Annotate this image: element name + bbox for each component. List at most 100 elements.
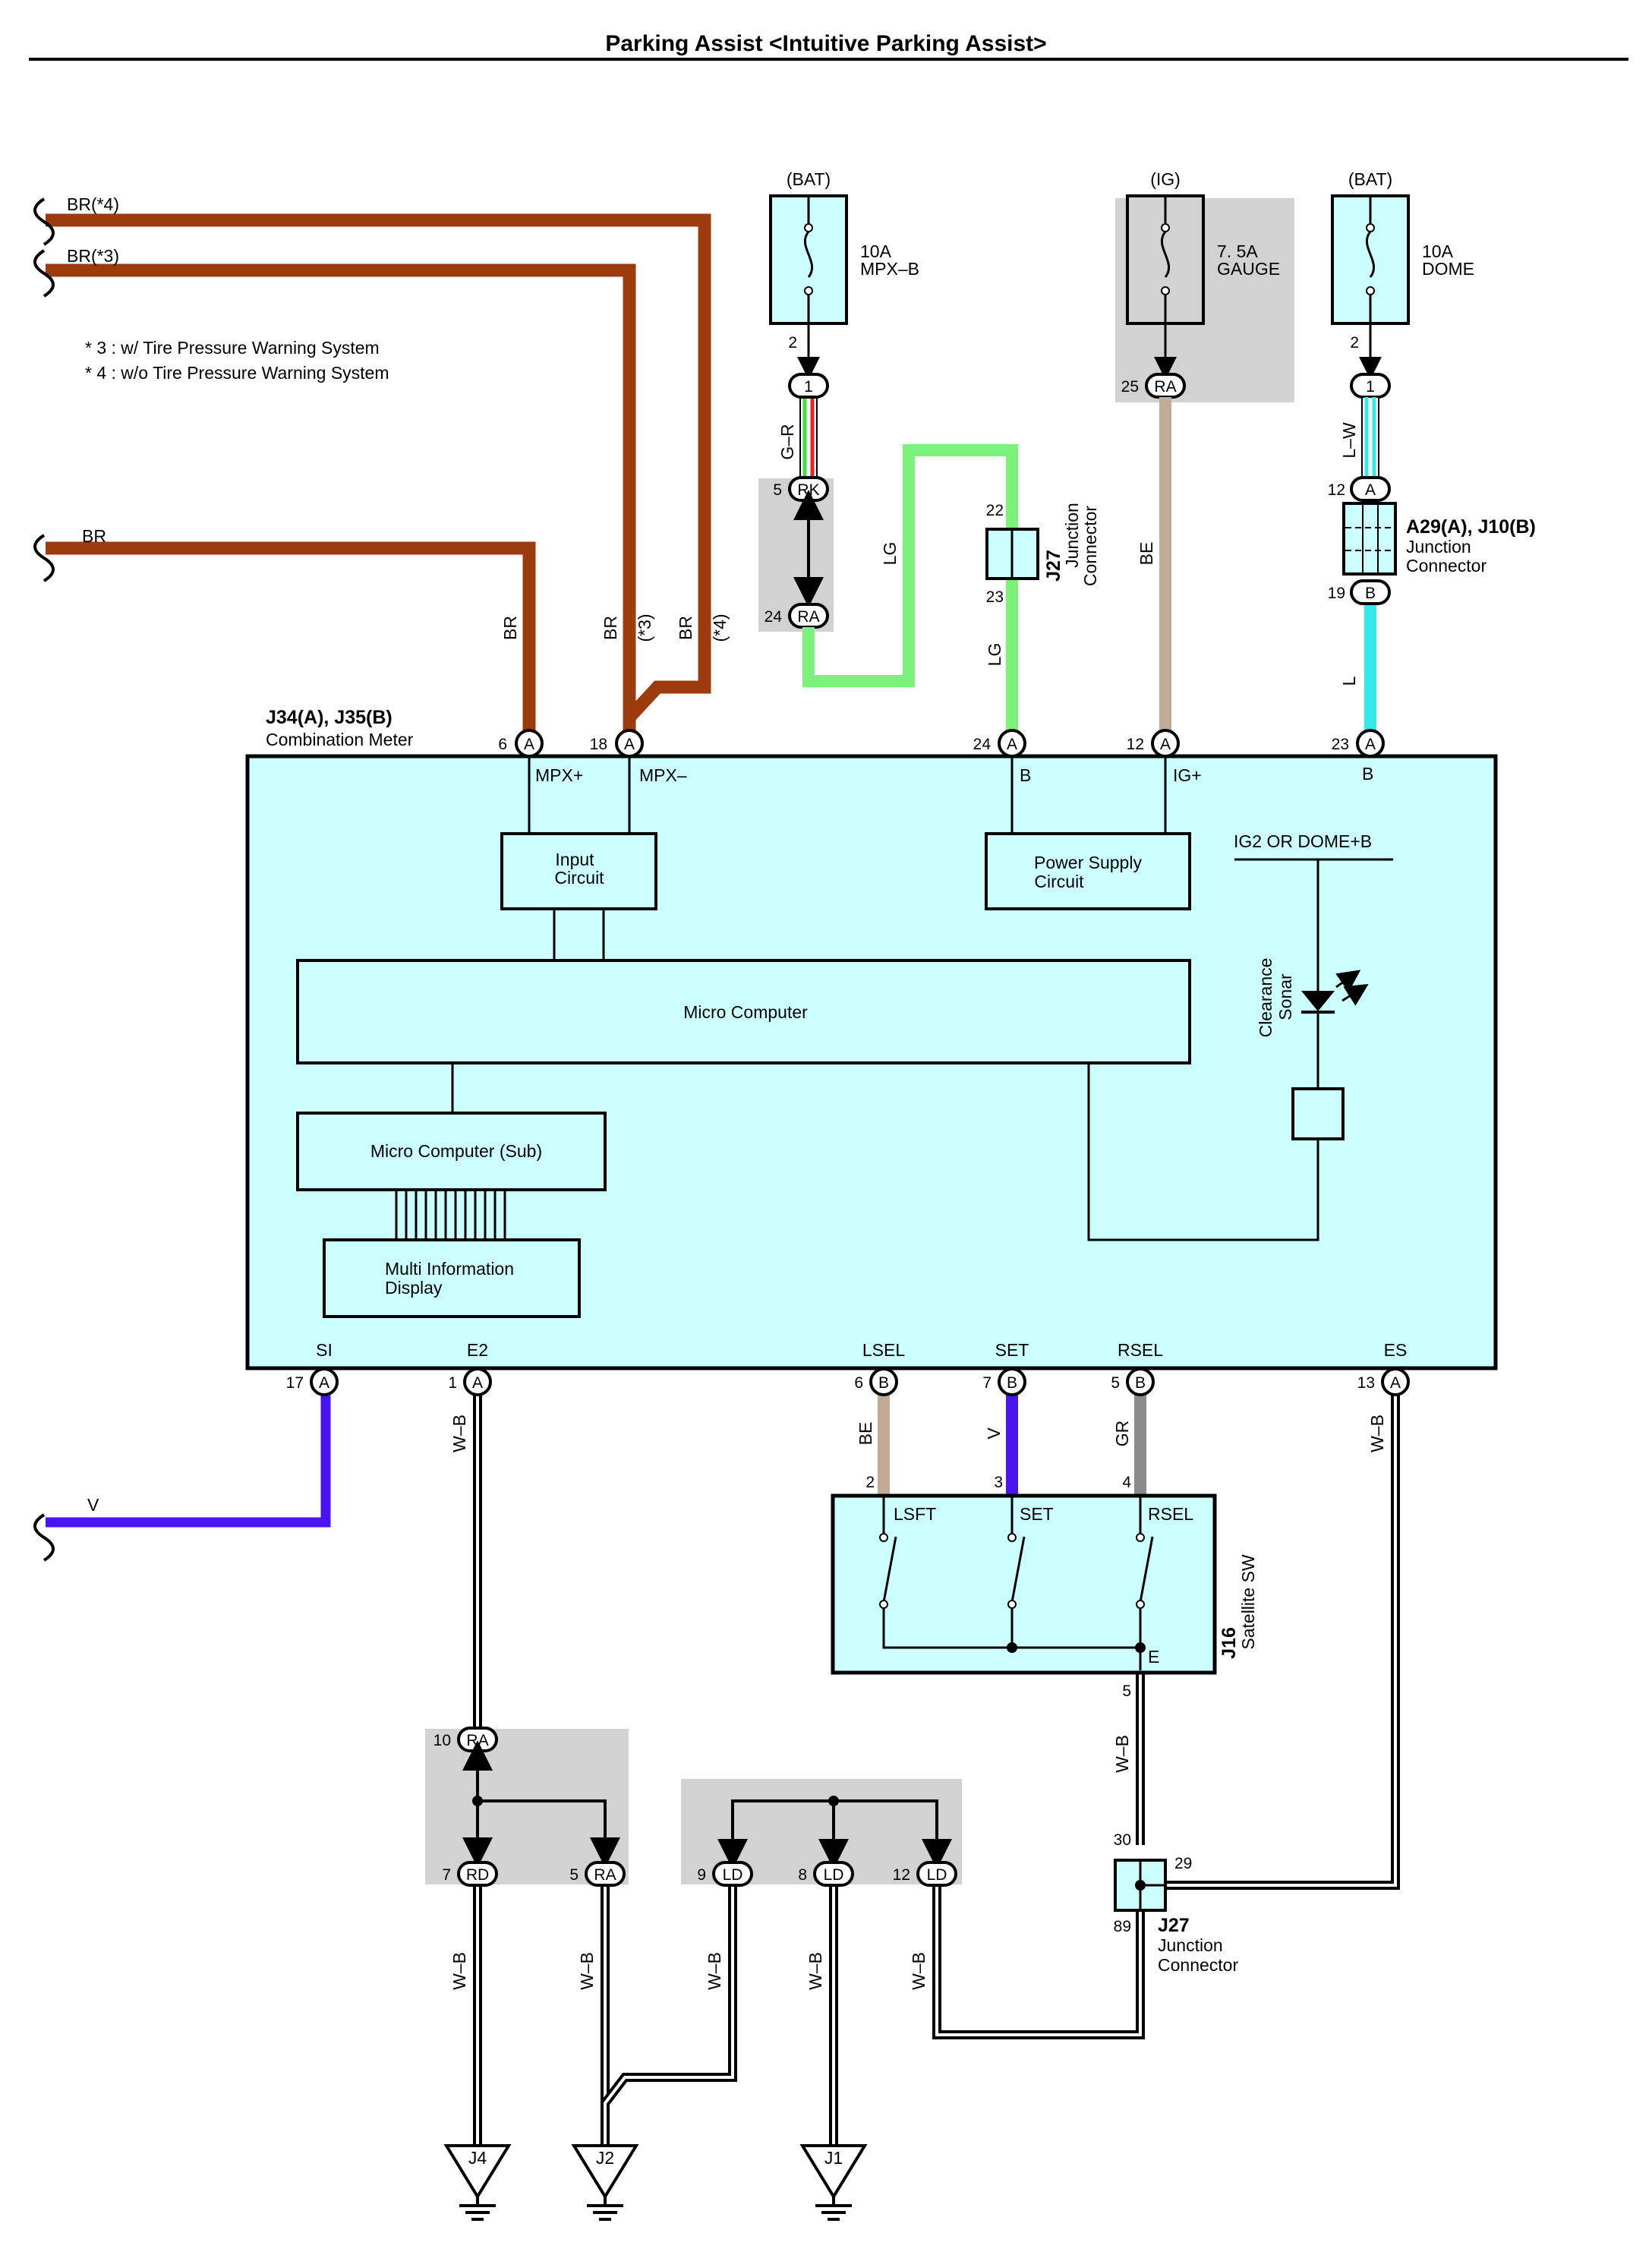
svg-text:5: 5 [773,481,782,499]
conn-rk: RK 5 [773,476,829,502]
power-supply-circuit: Power Supply Circuit [985,832,1191,910]
svg-text:DOME: DOME [1422,259,1474,279]
svg-text:A: A [1160,736,1171,753]
svg-text:J2: J2 [596,2148,614,2168]
conn-gauge-ra: RA 25 [1121,373,1186,399]
fuse-mpxb: (BAT) 10A MPX–B 2 [769,169,919,352]
svg-text:J4: J4 [468,2148,487,2168]
label-lsel: LSEL [862,1340,905,1360]
svg-text:25: 25 [1121,378,1139,396]
svg-text:A: A [472,1374,483,1392]
svg-text:Circuit: Circuit [1034,872,1084,891]
label-e2: E2 [467,1340,488,1360]
micro-computer: Micro Computer [296,959,1191,1064]
svg-text:Junction: Junction [1406,537,1471,557]
svg-text:B: B [1365,585,1376,602]
svg-text:24: 24 [973,736,992,753]
svg-text:13: 13 [1357,1374,1375,1392]
svg-text:LSFT: LSFT [894,1504,936,1524]
svg-text:LD: LD [824,1866,844,1884]
svg-text:7. 5A: 7. 5A [1217,241,1258,261]
svg-text:MPX–B: MPX–B [860,259,919,279]
label-set: SET [995,1340,1029,1360]
ig2-label: IG2 OR DOME+B [1234,831,1372,851]
svg-text:RA: RA [797,608,819,626]
svg-text:17: 17 [286,1374,304,1392]
display-bus [395,1190,506,1240]
svg-text:A: A [1007,736,1017,753]
wire-label-lw: L–W [1339,422,1359,459]
wire-label-be-ig: BE [1137,542,1156,566]
meter-id: J34(A), J35(B) [266,707,393,728]
svg-text:LD: LD [927,1866,947,1884]
svg-text:24: 24 [765,608,783,626]
pin-a12: A 12 IG+ [1127,729,1202,785]
svg-text:2: 2 [1350,334,1359,352]
svg-text:3: 3 [994,1474,1003,1491]
svg-text:RSEL: RSEL [1148,1504,1193,1524]
wire-label-br: BR [82,526,106,546]
wire-label-wb-rd: W–B [449,1952,469,1990]
svg-text:A: A [1365,736,1376,753]
svg-text:B: B [1135,1374,1146,1392]
svg-text:B: B [1007,1374,1017,1392]
wire-label-v-set: V [984,1427,1004,1440]
svg-text:29: 29 [1174,1855,1192,1872]
svg-text:2: 2 [788,334,797,352]
violet-wire-si [46,1388,331,1528]
pin-a13: A 13 [1357,1367,1410,1396]
svg-text:89: 89 [1114,1918,1131,1935]
ground-j4: J4 [443,2144,512,2221]
left-break-marks [33,197,55,1562]
svg-text:IG+: IG+ [1173,765,1202,785]
svg-text:6: 6 [498,736,507,753]
j27-bottom-connector: 30 29 89 J27 Junction Connector [1114,1831,1239,1975]
pin-b5: B 5 [1111,1367,1155,1396]
wire-label-v: V [87,1495,99,1515]
fuse-dome: (BAT) 10A DOME 2 [1331,169,1474,352]
svg-text:MPX+: MPX+ [535,765,583,785]
svg-text:23: 23 [986,588,1004,606]
wire-lg [802,444,1018,742]
svg-text:12: 12 [1328,481,1345,499]
wire-label-gr-rsel: GR [1112,1421,1132,1447]
svg-text:RK: RK [797,481,819,499]
wire-label-br3: BR(*3) [67,246,119,266]
svg-text:Micro Computer (Sub): Micro Computer (Sub) [370,1141,542,1161]
svg-text:5: 5 [1111,1374,1120,1392]
wire-label-br-a18: BR [601,616,620,640]
svg-text:Clearance: Clearance [1256,958,1275,1038]
svg-text:1: 1 [804,378,813,396]
pin-b6: B 6 [854,1367,898,1396]
wire-label-br4: BR(*4) [67,194,119,214]
svg-text:12: 12 [1127,736,1144,753]
conn-dome-1: 1 [1350,373,1391,399]
svg-text:A: A [1390,1374,1401,1392]
svg-text:J16: J16 [1219,1627,1240,1659]
conn-ra24: RA 24 [765,603,829,629]
svg-text:SET: SET [1020,1504,1054,1524]
svg-text:10: 10 [433,1732,451,1749]
ld-junction: LD 9 LD 8 LD 12 [697,1796,957,1887]
wire-label-wb-sw: W–B [1112,1735,1132,1773]
svg-text:(IG): (IG) [1150,169,1181,189]
svg-text:RD: RD [466,1866,489,1884]
label-si: SI [316,1340,333,1360]
wire-label-wb-ld9: W–B [705,1952,724,1990]
note-3: * 3 : w/ Tire Pressure Warning System [85,338,380,358]
wire-label-lg1: LG [880,542,900,566]
svg-text:9: 9 [697,1866,706,1884]
wire-label-lg2: LG [985,643,1004,667]
svg-text:Connector: Connector [1080,506,1100,586]
pin-a1: A 1 [448,1367,492,1396]
wire-label-wb-ra: W–B [577,1952,597,1990]
pin-a17: A 17 [286,1367,339,1396]
wire-label-gr: G–R [777,424,797,459]
svg-text:4: 4 [1122,1474,1131,1491]
svg-text:5: 5 [569,1866,579,1884]
svg-text:Input: Input [555,850,594,869]
fuse-output-arrows [797,323,1382,380]
a29-connector: A 12 B 19 A29(A), J10(B) Junction Connec… [1328,476,1536,605]
svg-text:A: A [524,736,534,753]
